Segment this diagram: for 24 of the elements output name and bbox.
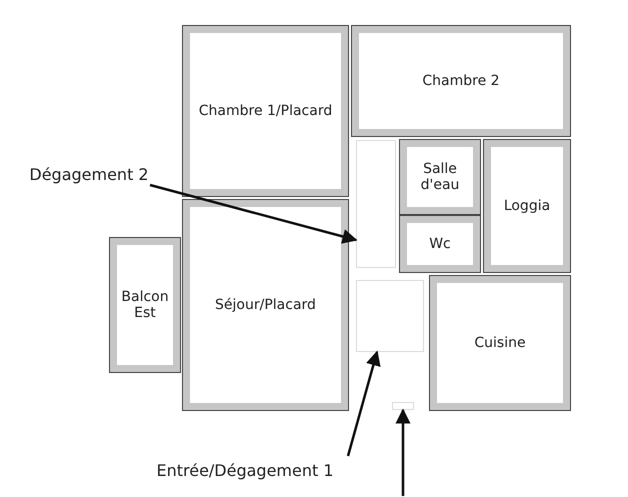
room-outline [352,26,570,136]
room-label: Wc [429,236,451,252]
room-outline [110,238,180,372]
callout-label: Dégagement 2 [29,164,149,184]
callout-label: Entrée/Dégagement 1 [156,460,334,480]
room-outline [484,140,570,272]
leader-line [150,184,358,244]
room-label: Balcon Est [120,289,170,321]
room-label: Salle d'eau [420,161,460,193]
room-label: Chambre 1/Placard [198,103,332,119]
arrow [396,408,410,496]
room-outline [400,140,480,214]
room-label: Cuisine [474,335,526,351]
door-opening [392,402,414,410]
room-outline [183,200,348,410]
room-label: Loggia [504,198,550,214]
room-outline [400,216,480,272]
room-outline [183,26,348,196]
room-outline [430,276,570,410]
floor-area [356,140,396,268]
room-label: Chambre 2 [422,73,500,89]
room-label: Séjour/Placard [215,297,316,313]
floor-area [356,280,424,352]
leader-line [346,350,381,456]
